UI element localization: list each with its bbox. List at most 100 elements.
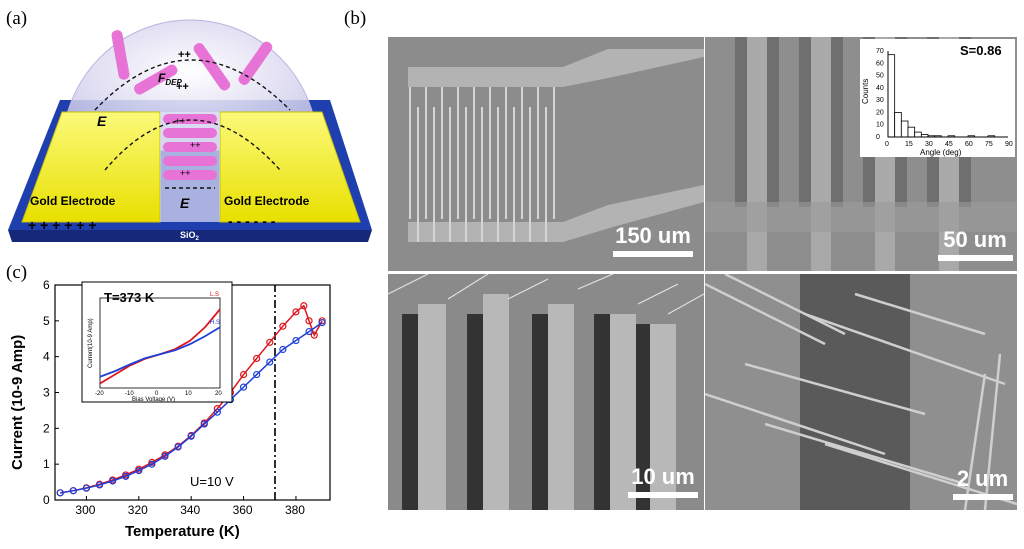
y-axis-label: Current (10-9 Amp) [9,335,26,470]
x-tick: 340 [180,503,200,517]
x-tick: 380 [285,503,305,517]
svg-text:++: ++ [180,168,191,178]
scalebar-50um: 50 um [935,227,1015,261]
x-tick: 360 [233,503,253,517]
y-tick: 2 [43,421,50,435]
panel-a-schematic: ++ ++ ++ ++ ++ FDEP E E Gold Electrode G… [8,19,372,242]
hist-ytick: 20 [876,109,884,116]
inset-x-tick: 10 [185,391,192,397]
x-tick: 320 [128,503,148,517]
hist-xtick: 75 [985,141,993,148]
point-blue [82,484,91,492]
svg-text:+ + + + + +: + + + + + + [28,217,97,233]
electrode-left-label: Gold Electrode [30,194,116,208]
force-label: FDEP [158,71,182,87]
inset-x-label: Bias Voltage (V) [132,397,175,403]
hist-ylabel: Counts [861,79,870,104]
point-blue [239,383,248,391]
point-red [279,322,287,330]
y-tick: 6 [43,278,50,292]
point-blue [266,358,274,366]
point-red [239,370,248,379]
hist-ytick: 0 [876,134,880,141]
hist-ytick: 60 [876,60,884,67]
point-blue [95,481,104,489]
inset-x-tick: 0 [155,391,159,397]
point-blue [213,408,221,416]
point-blue [109,477,117,485]
point-blue [279,345,287,354]
hist-ytick: 50 [876,73,884,80]
sem-image-4: 2 um [705,274,1017,510]
point-blue [305,327,313,336]
svg-text:++: ++ [178,49,191,61]
point-red [305,317,313,325]
hist-ytick: 40 [876,85,884,92]
point-red [266,338,274,346]
svg-text:++: ++ [176,81,189,93]
legend-hs: H.S [210,320,220,326]
hist-bar [894,112,902,138]
hist-ytick: 70 [876,48,884,55]
point-blue [161,452,169,460]
inset-x-tick: 20 [215,391,222,397]
point-red [292,308,300,316]
point-blue [69,487,77,495]
panel-c-label: (c) [6,262,28,283]
panel-a-label: (a) [6,8,28,29]
order-parameter: S=0.86 [960,43,1002,58]
hist-ytick: 10 [876,122,884,129]
inset-x-tick: -20 [95,391,104,397]
point-blue [253,370,261,379]
floating-nanowires [111,30,273,95]
y-tick: 5 [43,314,50,328]
y-tick: 0 [43,493,50,507]
scalebar-150um: 150 um [608,223,698,257]
voltage-label: U=10 V [190,474,234,489]
svg-text:++: ++ [190,140,201,150]
hist-bar [887,54,896,138]
electrode-right-label: Gold Electrode [224,194,310,208]
point-blue [187,432,195,440]
point-blue [174,443,182,451]
hist-ytick: 30 [876,97,884,104]
scalebar-2um: 2 um [950,466,1015,500]
sem-image-3: 10 um [388,274,704,510]
y-tick: 4 [43,350,50,364]
hist-xtick: 0 [885,141,889,148]
sem-image-1: 150 um [388,37,704,271]
hist-bar [900,120,909,138]
svg-text:- - - - - -: - - - - - - [228,213,276,229]
y-tick: 3 [43,386,50,400]
legend-ls: L.S [210,292,219,298]
hist-xtick: 15 [905,141,913,148]
point-blue [122,472,130,480]
point-blue [148,460,156,468]
hist-bar [914,131,922,138]
point-blue [135,467,143,475]
inset-y-label: Current(10-9 Amp) [88,318,94,368]
hist-xtick: 90 [1005,141,1013,148]
field-label-top: E [97,113,107,129]
field-label-bottom: E [180,195,190,211]
point-red [253,354,261,363]
point-blue [292,336,300,345]
hist-xlabel: Angle (deg) [920,148,962,157]
hist-bar [907,126,916,138]
point-blue [56,489,64,497]
hist-xtick: 45 [945,141,953,148]
hist-xtick: 60 [965,141,973,148]
svg-text:++: ++ [175,116,186,126]
point-red [300,302,308,310]
x-tick: 300 [75,503,95,517]
substrate-label: SiO2 [180,230,200,242]
point-blue [200,420,208,428]
x-axis-label: Temperature (K) [125,523,240,540]
inset-temperature: T=373 K [104,290,155,305]
hist-xtick: 30 [925,141,933,148]
series-blue [60,322,323,494]
inset-x-tick: -10 [125,391,134,397]
